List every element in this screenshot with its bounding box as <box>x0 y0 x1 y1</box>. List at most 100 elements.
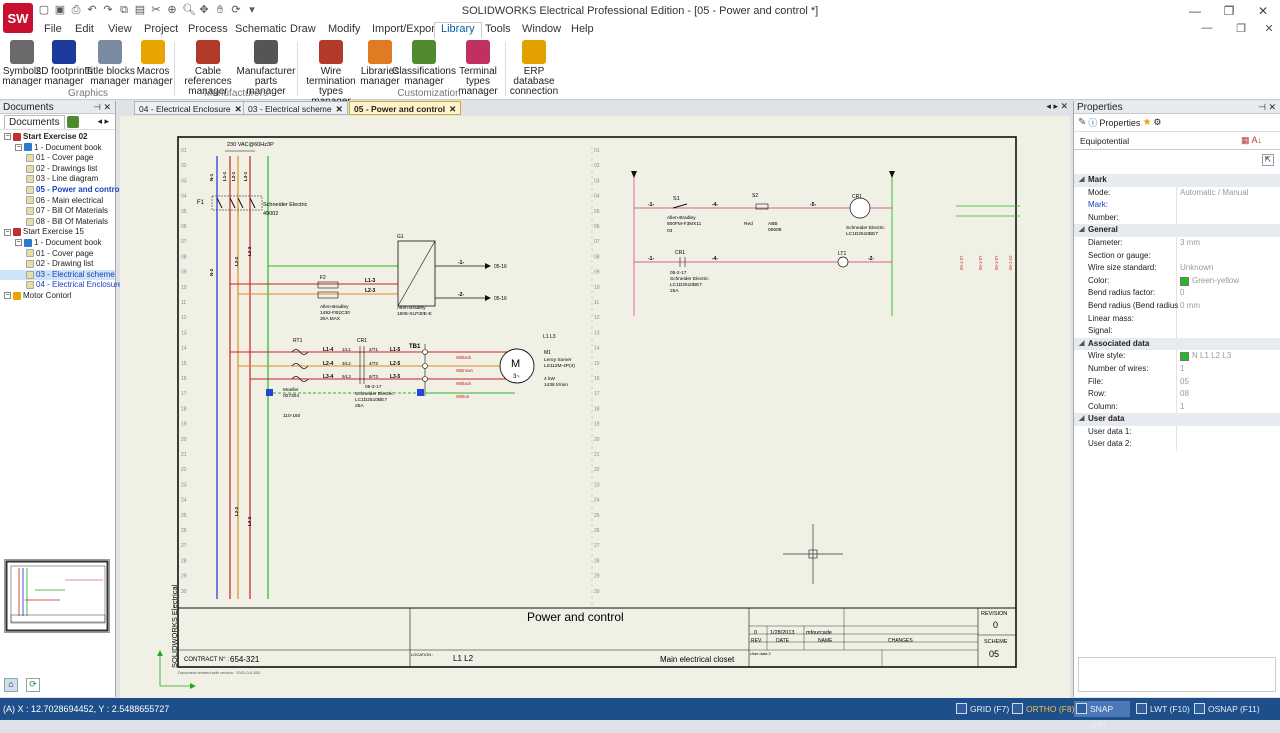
property-value[interactable]: Automatic / Manual <box>1180 187 1249 197</box>
tree-item[interactable]: 07 - Bill Of Materials <box>0 206 115 217</box>
doc-minimize-button[interactable]: — <box>1201 22 1213 34</box>
property-value[interactable]: Unknown <box>1180 263 1214 273</box>
properties-filter-icon[interactable]: ✎ <box>1078 117 1087 128</box>
motor-m1[interactable]: M 3~ L1 L3 M1 Leroy Somer LS112M-4P(4) 4… <box>499 334 575 388</box>
close-tab-icon[interactable]: ✕ <box>449 104 457 114</box>
property-value[interactable]: Green-yellow <box>1192 275 1240 285</box>
property-section[interactable]: ◢User data <box>1074 413 1280 426</box>
doc-tab-electrical-enclosure[interactable]: 04 - Electrical Enclosure✕ <box>134 101 247 115</box>
expand-toggle-icon[interactable]: − <box>4 228 11 236</box>
app-logo[interactable]: SW <box>3 3 33 33</box>
cut-icon[interactable]: ✂ <box>151 4 161 16</box>
menu-view[interactable]: View <box>108 23 132 35</box>
menu-modify[interactable]: Modify <box>328 23 361 35</box>
property-value[interactable]: 0 mm <box>1180 300 1200 310</box>
close-tab-icon[interactable]: ✕ <box>234 104 242 114</box>
contactor-cr1[interactable]: CR1 1/L1 3/L2 5/L3 2/T1 4/T2 6/T3 05-2-1… <box>342 338 394 409</box>
doc-close-button[interactable]: ✕ <box>1264 23 1274 35</box>
tree-item[interactable]: 08 - Bill Of Materials <box>0 217 115 228</box>
doc-tab-power-and-control[interactable]: 05 - Power and control✕ <box>349 101 462 115</box>
close-button[interactable]: ✕ <box>1257 4 1269 18</box>
ortho-toggle[interactable]: ORTHO (F8) <box>1010 701 1074 717</box>
new-icon[interactable]: ▢ <box>38 4 50 16</box>
fuse-f2[interactable]: F2 Allen-Bradley 1492-FB2C30 30A MAX <box>317 275 350 322</box>
scroll-arrows-icon[interactable]: ◂ ▸ <box>97 116 109 126</box>
property-value[interactable]: N L1 L2 L3 <box>1192 351 1232 361</box>
expand-toggle-icon[interactable]: − <box>15 143 22 151</box>
overload-rt1[interactable]: RT1 Moeller 007304 110-160 <box>283 338 309 419</box>
tree-item[interactable]: −Start Exercise 15 <box>0 227 115 238</box>
tree-item[interactable]: 05 - Power and control <box>0 185 122 196</box>
terminal-block-tb1[interactable]: TB1 <box>409 344 428 396</box>
expand-icon[interactable]: ⇱ <box>1262 154 1274 166</box>
collapse-icon[interactable]: ◢ <box>1079 339 1085 347</box>
zoom-icon[interactable]: 🔍︎ <box>182 4 196 16</box>
print-icon[interactable]: ⎙ <box>71 4 81 16</box>
tree-item[interactable]: 01 - Cover page <box>0 249 115 260</box>
tree-item[interactable]: 02 - Drawings list <box>0 164 115 175</box>
pushbutton-s2[interactable]: S2 Red ABB 00608 <box>744 193 782 233</box>
menu-process[interactable]: Process <box>188 23 228 35</box>
property-value[interactable]: 05 <box>1180 376 1189 386</box>
refresh-tree-icon[interactable]: ⟳ <box>26 678 40 692</box>
lwt-toggle[interactable]: LWT (F10) <box>1134 701 1190 717</box>
tab-equipotential[interactable]: Equipotential <box>1080 135 1130 146</box>
minimize-button[interactable]: — <box>1189 4 1201 18</box>
tree-item[interactable]: −Motor Contorl <box>0 291 115 302</box>
property-value[interactable]: 0 <box>1180 288 1185 298</box>
menu-edit[interactable]: Edit <box>75 23 94 35</box>
dropdown-icon[interactable]: ▾ <box>249 4 255 16</box>
pan-icon[interactable]: ✥ <box>199 4 209 16</box>
menu-help[interactable]: Help <box>571 23 594 35</box>
save-icon[interactable]: ▣ <box>54 4 66 16</box>
tab-documents[interactable]: Documents <box>4 114 65 129</box>
undo-icon[interactable]: ↶ <box>87 4 97 16</box>
copy-icon[interactable]: ⧉ <box>120 4 128 16</box>
sort-icon[interactable]: ▦ A↓ <box>1240 135 1262 145</box>
paste-icon[interactable]: ▤ <box>134 4 146 16</box>
snap-toggle[interactable]: SNAP (F9) <box>1074 701 1130 730</box>
pin-icon[interactable]: ⊣ ✕ <box>1258 102 1276 112</box>
menu-tools[interactable]: Tools <box>485 23 511 35</box>
property-value[interactable]: 1 <box>1180 401 1185 411</box>
menu-window[interactable]: Window <box>522 23 562 35</box>
selection-grip[interactable] <box>266 389 273 396</box>
tree-item[interactable]: 01 - Cover page <box>0 153 115 164</box>
property-value[interactable]: 08 <box>1180 389 1189 399</box>
menu-schematic[interactable]: Schematic <box>235 23 287 35</box>
property-section[interactable]: ◢General <box>1074 224 1280 237</box>
doc-tab-electrical-scheme[interactable]: 03 - Electrical scheme✕ <box>243 101 348 115</box>
collapse-icon[interactable]: ◢ <box>1079 226 1085 234</box>
restore-button[interactable]: ❐ <box>1223 4 1235 18</box>
expand-toggle-icon[interactable]: − <box>15 239 22 247</box>
power-supply-g1[interactable]: G1 Allen-Bradley 1606-XLP30E-E <box>397 234 436 317</box>
expand-toggle-icon[interactable]: − <box>4 292 11 300</box>
breaker-f1[interactable]: F1 Schneider Electric 49002 <box>197 195 308 217</box>
favorite-star-icon[interactable]: ★ <box>1142 117 1152 128</box>
grid-toggle[interactable]: GRID (F7) <box>954 701 1009 717</box>
tree-item[interactable]: 04 - Electrical Enclosure <box>0 280 122 291</box>
property-value[interactable]: 1 <box>1180 363 1185 373</box>
property-section[interactable]: ◢Associated data <box>1074 337 1280 351</box>
menu-library[interactable]: Library <box>434 22 482 38</box>
menu-file[interactable]: File <box>44 23 62 35</box>
filter-icon[interactable]: ⌂ <box>4 678 18 692</box>
hand-icon[interactable]: ✋︎ <box>216 4 224 16</box>
tree-item[interactable]: 03 - Electrical scheme <box>0 269 115 281</box>
tree-item[interactable]: 02 - Drawing list <box>0 259 115 270</box>
pushbutton-s1[interactable]: S1 Allen-Bradley 800FM-F3MX11 03 <box>667 196 702 234</box>
refresh-icon[interactable]: ⟳ <box>231 4 241 16</box>
pin-icon[interactable]: ⊣ ✕ <box>93 102 111 112</box>
tree-item[interactable]: −1 - Document book <box>0 143 115 154</box>
expand-toggle-icon[interactable]: − <box>4 133 11 141</box>
redo-icon[interactable]: ↷ <box>103 4 113 16</box>
